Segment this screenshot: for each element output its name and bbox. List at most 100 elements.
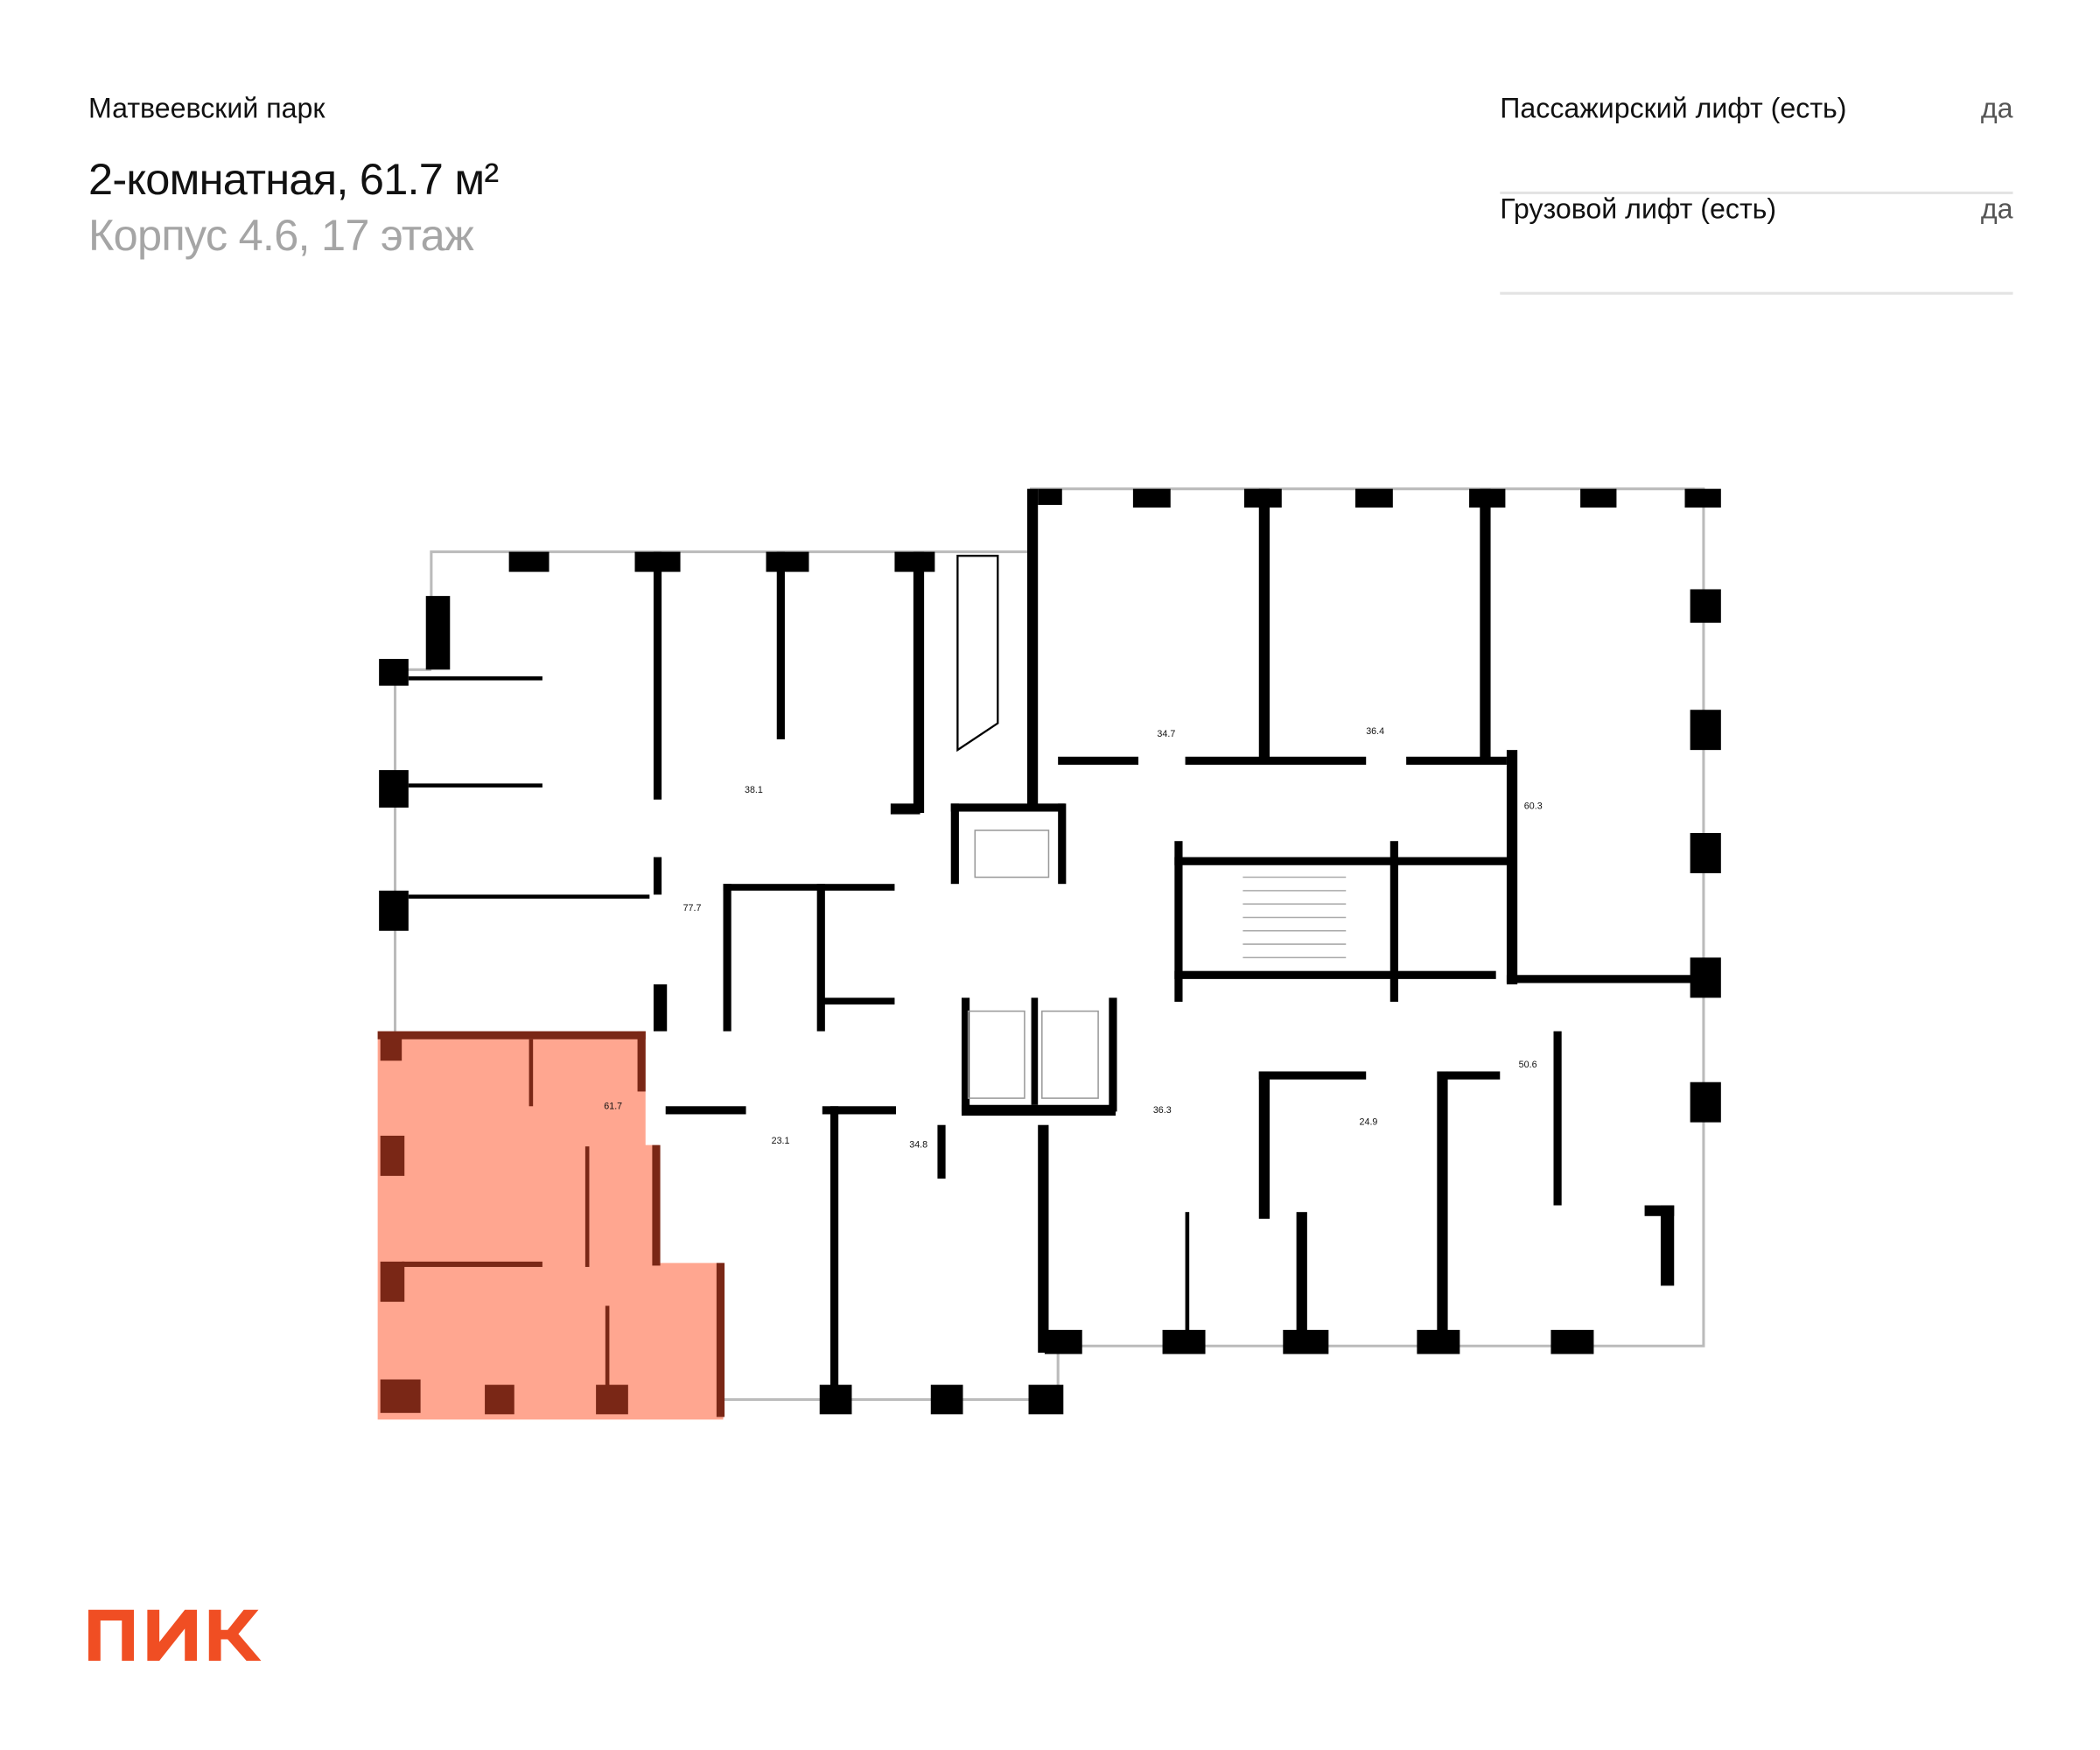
wall	[1174, 857, 1396, 865]
column	[766, 551, 809, 572]
wall	[1026, 488, 1039, 811]
column	[1028, 1384, 1064, 1415]
wall	[1038, 1124, 1049, 1353]
wall	[890, 803, 920, 815]
wall	[1644, 1205, 1675, 1216]
area-label: 77.7	[683, 903, 702, 914]
feature-passenger-lift: Пассажирский лифт (есть) да	[1500, 94, 2013, 194]
wall	[961, 1104, 1116, 1116]
wall	[653, 984, 668, 1032]
wall	[653, 857, 662, 895]
column	[894, 551, 935, 572]
structural-walls	[408, 488, 1704, 1402]
wall	[653, 551, 662, 800]
wall	[584, 1146, 590, 1267]
wall	[652, 1144, 661, 1266]
wall	[1392, 857, 1514, 865]
area-label: 60.3	[1524, 801, 1543, 811]
wall	[716, 1263, 725, 1418]
area-label: 38.1	[745, 785, 763, 795]
apartment-title: 2-комнатная, 61.7 м²	[88, 154, 499, 204]
wall	[402, 1261, 542, 1267]
column	[1469, 488, 1506, 508]
selected-apartment[interactable]	[377, 1031, 724, 1420]
selected-apartment-walls	[377, 1031, 725, 1418]
column	[930, 1384, 963, 1415]
column	[634, 551, 681, 572]
column	[819, 1384, 852, 1415]
wall	[408, 894, 650, 900]
wall	[596, 1384, 628, 1415]
wall	[1174, 970, 1496, 979]
wall	[1506, 975, 1704, 984]
column	[1283, 1329, 1329, 1354]
area-label: 50.6	[1519, 1060, 1537, 1070]
wall	[961, 998, 970, 1112]
wall	[950, 803, 959, 885]
wall	[380, 1135, 405, 1176]
wall	[1506, 750, 1518, 984]
wall	[913, 551, 925, 814]
area-label: 36.4	[1366, 726, 1384, 737]
facade-columns	[379, 488, 1721, 1415]
column	[1690, 1082, 1721, 1123]
column	[1162, 1329, 1206, 1354]
wall	[937, 1124, 946, 1179]
wall	[408, 676, 542, 681]
column	[379, 770, 409, 808]
wall	[776, 551, 785, 739]
building-floor: Корпус 4.6, 17 этаж	[88, 210, 474, 260]
wall	[377, 1031, 646, 1040]
wall	[830, 1106, 839, 1402]
wall	[1258, 488, 1270, 764]
wall	[485, 1384, 514, 1415]
column	[1690, 957, 1721, 998]
area-label-selected: 61.7	[604, 1101, 622, 1111]
wall	[380, 1261, 405, 1302]
column	[1580, 488, 1617, 508]
column	[1690, 589, 1721, 623]
wall	[950, 803, 1065, 812]
column	[1354, 488, 1393, 508]
area-labels: 38.1 34.7 36.4 60.3 77.7 61.7 23.1 34.8 …	[604, 726, 1542, 1151]
wall	[1174, 841, 1183, 1002]
column	[379, 659, 409, 686]
elevator-shafts	[967, 830, 1099, 1099]
wall	[425, 596, 451, 670]
wall	[1480, 488, 1491, 764]
wall	[380, 1033, 402, 1061]
wall	[1553, 1031, 1562, 1206]
wall	[1031, 998, 1039, 1105]
column	[508, 551, 550, 572]
feature-label: Пассажирский лифт (есть)	[1500, 94, 1847, 125]
wall	[1660, 1205, 1675, 1286]
area-label: 24.9	[1360, 1117, 1378, 1128]
wall	[665, 1106, 746, 1115]
wall	[816, 884, 825, 1032]
column	[1044, 1329, 1082, 1354]
stairs	[1242, 876, 1347, 959]
wall	[1390, 841, 1398, 1002]
project-name: Матвеевский парк	[88, 94, 326, 125]
wall	[1258, 1071, 1270, 1219]
wall	[822, 1106, 896, 1115]
feature-value: да	[1980, 94, 2013, 125]
wall	[380, 1379, 421, 1413]
wall	[528, 1039, 534, 1107]
feature-freight-lift: Грузовой лифт (есть) да	[1500, 193, 2013, 295]
wall	[723, 884, 732, 1032]
wall	[1185, 756, 1367, 765]
feature-label: Грузовой лифт (есть)	[1500, 193, 1777, 226]
wall	[723, 884, 895, 891]
garbage-chute	[956, 555, 999, 752]
column	[1132, 488, 1171, 508]
wall	[1258, 1071, 1367, 1080]
wall	[1038, 488, 1062, 506]
area-label: 34.8	[909, 1140, 928, 1151]
column	[1417, 1329, 1460, 1354]
wall	[1296, 1212, 1307, 1347]
feature-value: да	[1980, 193, 2013, 226]
wall	[1109, 998, 1117, 1112]
wall	[637, 1031, 646, 1092]
